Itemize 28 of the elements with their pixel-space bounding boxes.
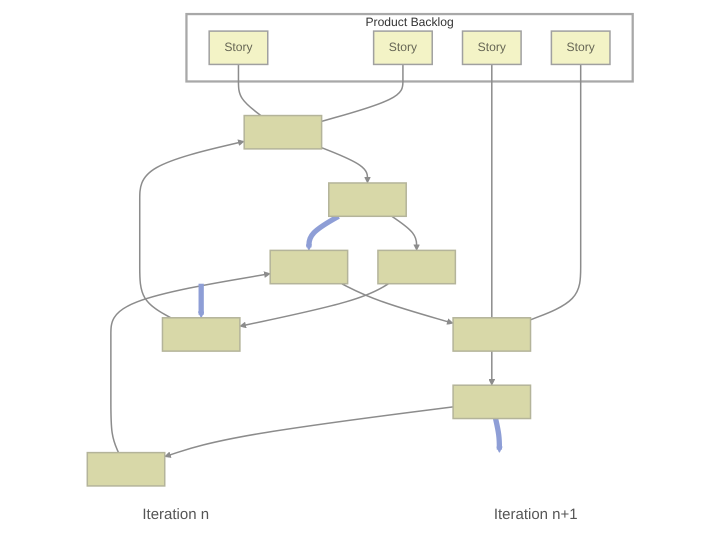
node-box xyxy=(86,452,166,487)
connector xyxy=(321,64,404,122)
iteration-label: Iteration n xyxy=(142,506,210,522)
node-box: Story xyxy=(550,30,611,66)
arrow xyxy=(391,216,420,251)
arrow xyxy=(164,406,454,458)
arrow xyxy=(138,139,244,318)
connector xyxy=(530,64,582,320)
arrow xyxy=(492,418,503,453)
node-box: Story xyxy=(372,30,433,66)
node-box: Story xyxy=(462,30,522,66)
iteration-label: Iteration n+1 xyxy=(494,506,578,522)
node-box xyxy=(243,114,322,150)
arrow xyxy=(341,283,454,325)
node-box xyxy=(162,317,241,352)
arrow xyxy=(110,271,270,453)
node-box xyxy=(269,250,348,284)
node-box xyxy=(328,182,407,218)
node-box xyxy=(452,317,532,352)
arrow xyxy=(198,284,204,318)
arrow xyxy=(321,146,371,184)
node-box: Story xyxy=(208,30,269,66)
node-box xyxy=(377,250,456,284)
connector xyxy=(238,64,262,116)
arrow xyxy=(240,283,389,328)
connector xyxy=(491,64,493,318)
arrow xyxy=(488,351,496,386)
node-box xyxy=(452,384,532,420)
